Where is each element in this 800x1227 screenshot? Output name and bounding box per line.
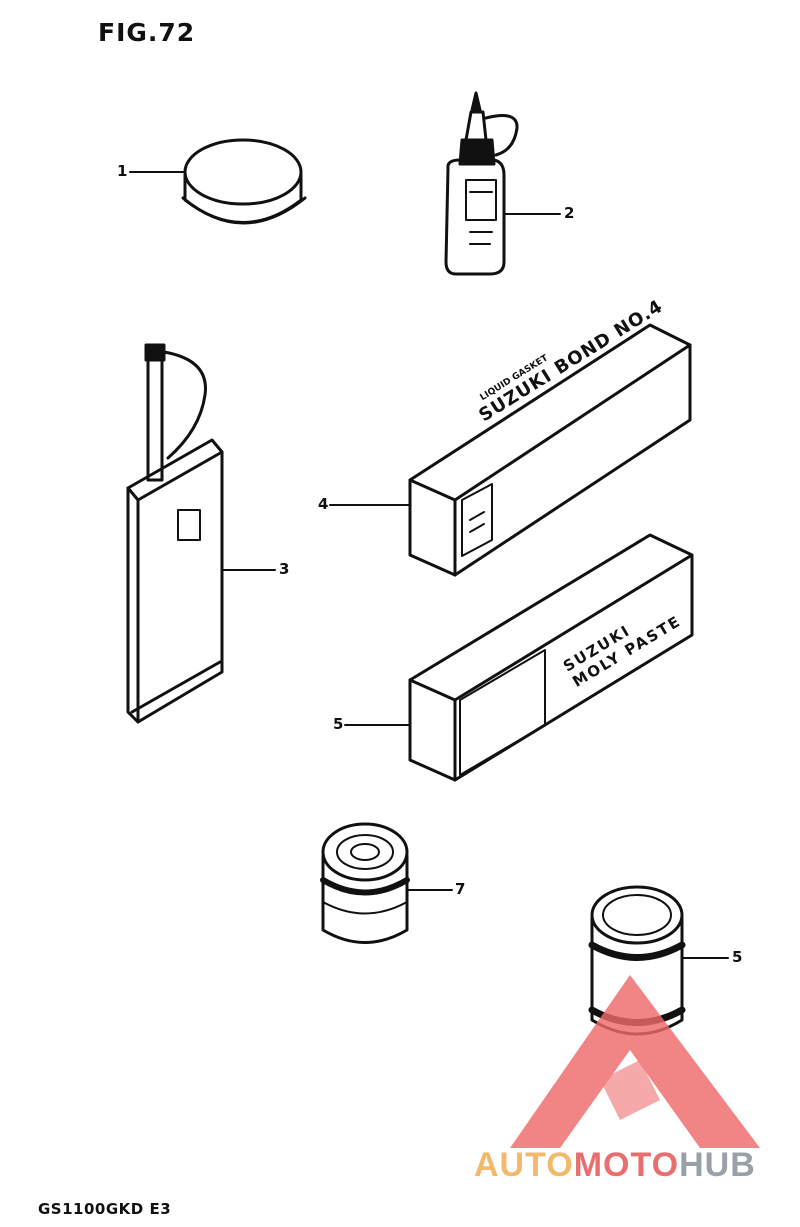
figure-title: FIG.72	[98, 18, 196, 47]
part-1-cap	[129, 138, 307, 225]
callout-part-2: 2	[564, 204, 575, 222]
callout-part-5-lower: 5	[732, 948, 743, 966]
watermark-logo	[510, 975, 760, 1148]
part-2-bottle	[444, 91, 561, 276]
model-code: GS1100GKD E3	[38, 1200, 172, 1218]
watermark-auto: AUTO	[474, 1146, 574, 1184]
callout-part-3: 3	[279, 560, 290, 578]
callout-part-4: 4	[318, 495, 329, 513]
part-7-tin	[320, 822, 453, 944]
watermark-moto: MOTO	[573, 1146, 680, 1184]
callout-part-7: 7	[455, 880, 466, 898]
part-4-bond-box	[329, 323, 692, 577]
watermark-hub: HUB	[679, 1146, 756, 1184]
part-3-can	[126, 343, 276, 724]
callout-part-5-upper: 5	[333, 715, 344, 733]
watermark-text: AUTOMOTOHUB	[474, 1146, 756, 1185]
part-5-paste-box	[344, 533, 694, 782]
callout-part-1: 1	[117, 162, 128, 180]
